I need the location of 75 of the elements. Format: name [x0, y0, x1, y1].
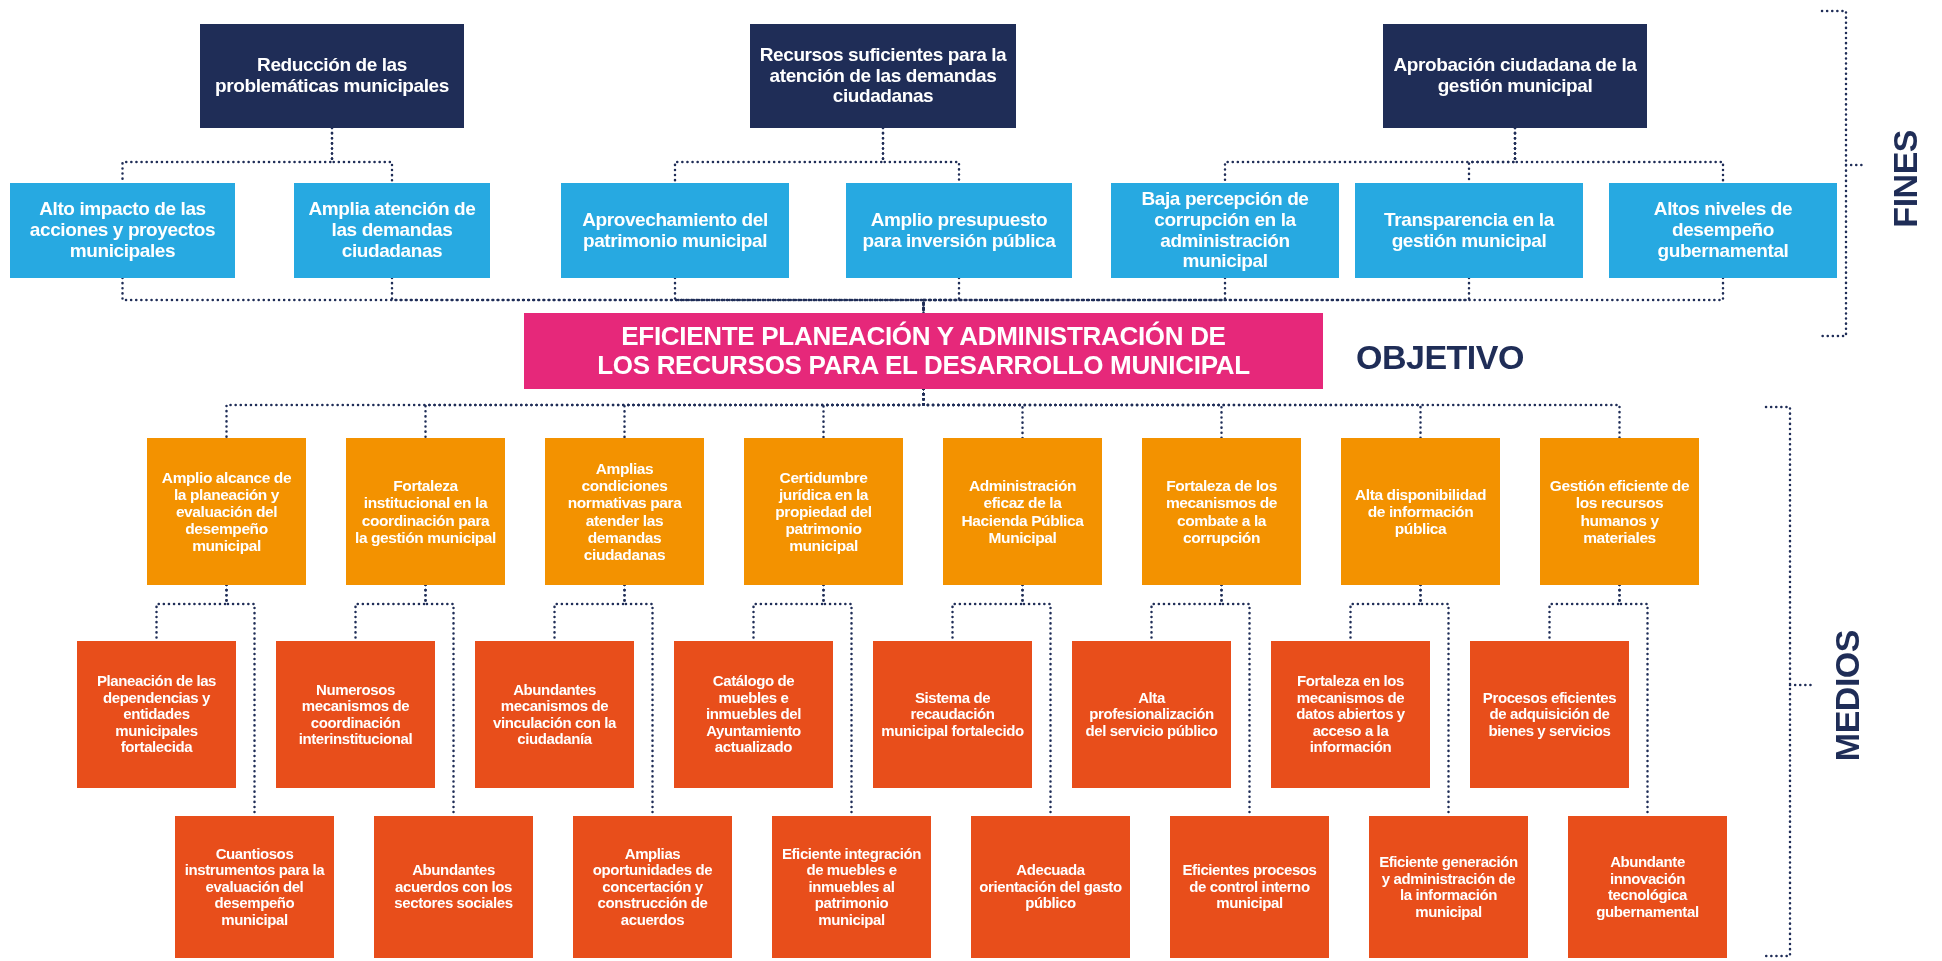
box-label: Fortaleza de los mecanismos de combate a la corrupción: [1164, 477, 1279, 546]
action-box: [1271, 641, 1430, 788]
box-label: Fortaleza en los mecanismos de datos abiertos y acceso a la información: [1295, 673, 1406, 756]
box-label: Adecuada orientación del gasto público: [979, 862, 1122, 912]
box-label: Altos niveles de desempeño gubernamental: [1652, 199, 1794, 262]
box-label: Aprovechamiento del patrimonio municipal: [581, 209, 769, 252]
means-box: [147, 438, 306, 585]
section-label: MEDIOS: [1830, 630, 1864, 762]
box-label: Amplias condiciones normativas para atender las demandas ciudadanas: [566, 460, 683, 563]
effect-box: [561, 183, 789, 278]
box-label: Gestión eficiente de los recursos humanos y materiales: [1548, 477, 1691, 546]
connector-line: [922, 387, 1621, 440]
box-label: Reducción de las problemáticas municipales: [214, 55, 450, 97]
box-label: Baja percepción de corrupción en la administración municipal: [1140, 188, 1310, 273]
box-label: Amplias oportunidades de concertación y construcción de acuerdos: [591, 845, 714, 929]
means-box: [943, 438, 1102, 585]
box-label: Alto impacto de las acciones y proyectos municipales: [28, 199, 217, 262]
goal-box: [200, 24, 464, 128]
effect-box: [294, 183, 490, 278]
means-box: [346, 438, 505, 585]
action-box: [1568, 816, 1727, 958]
box-label: Administración eficaz de la Hacienda Pública Municipal: [960, 477, 1085, 546]
goal-box: [1383, 24, 1647, 128]
box-label: Amplio alcance de la planeación y evaluación del desempeño municipal: [160, 468, 293, 555]
box-label: Catálogo de muebles e inmuebles del Ayuntamiento actualizado: [705, 673, 802, 756]
box-label: Fortaleza institucional en la coordinación para la gestión municipal: [354, 477, 497, 546]
box-label: Eficiente integración de muebles e inmuebles al patrimonio municipal: [780, 845, 923, 929]
action-box: [276, 641, 435, 788]
box-label: Transparencia en la gestión municipal: [1383, 209, 1556, 252]
box-label: Alta disponibilidad de información pública: [1353, 485, 1487, 538]
means-box: [1540, 438, 1699, 585]
means-box: [545, 438, 704, 585]
means-box: [1142, 438, 1301, 585]
box-label: Amplio presupuesto para inversión pública: [861, 209, 1057, 252]
box-label: Abundantes acuerdos con los sectores sociales: [393, 862, 514, 912]
box-label: Aprobación ciudadana de la gestión municipal: [1392, 55, 1638, 97]
action-box: [1072, 641, 1231, 788]
action-box: [475, 641, 634, 788]
section-label: OBJETIVO: [1356, 340, 1524, 374]
box-label: Abundante innovación tecnológica gubernamental: [1595, 854, 1700, 920]
box-label: Planeación de las dependencias y entidades municipales fortalecida: [95, 673, 218, 756]
box-label: Procesos eficientes de adquisición de bienes y servicios: [1481, 689, 1618, 740]
effect-box: [1609, 183, 1837, 278]
action-box: [971, 816, 1130, 958]
box-label: Eficientes procesos de control interno municipal: [1181, 862, 1318, 912]
box-label: Cuantiosos instrumentos para la evaluación del desempeño municipal: [183, 845, 326, 929]
goal-box: [750, 24, 1016, 128]
box-label: Numerosos mecanismos de coordinación interinstitucional: [297, 681, 414, 748]
effect-box: [846, 183, 1072, 278]
objective-box: [524, 313, 1323, 389]
box-label: Abundantes mecanismos de vinculación con la ciudadanía: [492, 681, 618, 748]
box-label: Sistema de recaudación municipal fortalecido: [881, 689, 1024, 740]
effect-box: [1355, 183, 1583, 278]
effect-box: [10, 183, 235, 278]
action-box: [175, 816, 334, 958]
box-label: Recursos suficientes para la atención de las demandas ciudadanas: [758, 44, 1008, 108]
effect-box: [1111, 183, 1339, 278]
box-label: Alta profesionalización del servicio público: [1084, 689, 1219, 740]
box-label: Amplia atención de las demandas ciudadanas: [307, 199, 477, 262]
means-box: [1341, 438, 1500, 585]
action-box: [573, 816, 732, 958]
box-label: EFICIENTE PLANEACIÓN Y ADMINISTRACIÓN DE LOS RECURSOS PARA EL DESARROLLO MUNICIPAL: [596, 322, 1251, 380]
box-label: Eficiente generación y administración de la información municipal: [1378, 854, 1519, 920]
action-box: [374, 816, 533, 958]
action-box: [1369, 816, 1528, 958]
connector-line: [390, 276, 925, 315]
action-box: [873, 641, 1032, 788]
action-box: [674, 641, 833, 788]
section-label: FINES: [1888, 130, 1922, 228]
action-box: [772, 816, 931, 958]
means-box: [744, 438, 903, 585]
action-box: [1170, 816, 1329, 958]
action-box: [77, 641, 236, 788]
box-label: Certidumbre jurídica en la propiedad del patrimonio municipal: [774, 468, 873, 555]
action-box: [1470, 641, 1629, 788]
